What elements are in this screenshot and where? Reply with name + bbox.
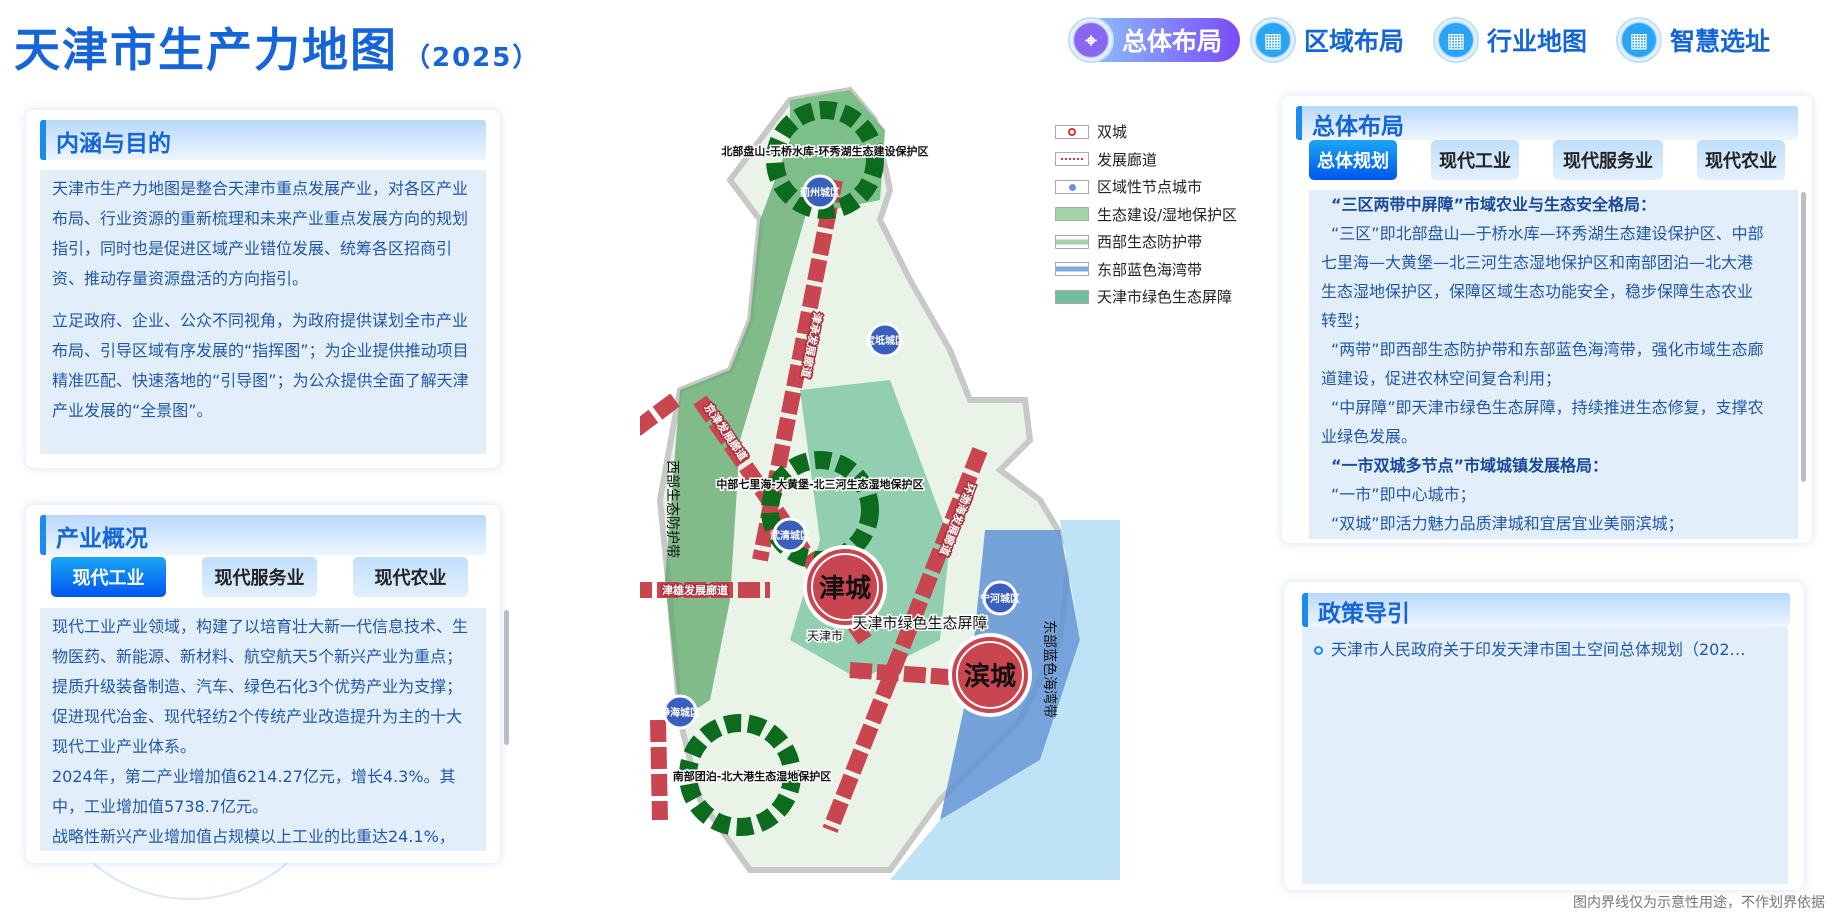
overview-paragraph: 现代工业产业领域，构建了以培育壮大新一代信息技术、生物医药、新能源、新材料、航空… [52, 617, 469, 756]
zone-label: 中部七里海-大黄堡-北三河生态湿地保护区 [716, 477, 923, 491]
corridor-huanbohai [822, 447, 988, 833]
node-label: 武清城区 [770, 529, 810, 542]
nav-overall-layout[interactable]: ⌖ 总体布局 [1068, 17, 1241, 63]
overview-paragraph: 2024年，第二产业增加值6214.27亿元，增长4.3%。其中，工业增加值57… [52, 767, 456, 816]
twin-city-marker [948, 633, 1032, 717]
panel-title: 政策导引 [1302, 593, 1790, 627]
scrollbar[interactable] [504, 610, 509, 745]
node-label: 宝坻城区 [865, 334, 905, 347]
nav-industry-map[interactable]: ▦ 行业地图 [1433, 17, 1588, 63]
layout-line: “三区两带中屏障”市域农业与生态安全格局： [1331, 195, 1657, 214]
tab-modern-industry[interactable]: 现代工业 [51, 557, 166, 597]
west-belt-legend-icon [1055, 234, 1089, 249]
panel-title: 产业概况 [40, 515, 486, 555]
layout-text: “三区两带中屏障”市域农业与生态安全格局： “三区”即北部盘山—于桥水库—环秀湖生… [1309, 190, 1798, 539]
tab-modern-agriculture[interactable]: 现代农业 [353, 557, 468, 597]
twin-city-marker [803, 545, 887, 629]
panel-title: 总体布局 [1296, 106, 1798, 140]
nav-smart-siting[interactable]: ▦ 智慧选址 [1616, 17, 1771, 63]
legend-label: 天津市绿色生态屏障 [1097, 288, 1233, 307]
layout-line: “双城”即活力魅力品质津城和宜居宜业美丽滨城； [1331, 514, 1684, 533]
overall-layout-panel: 总体布局 总体规划 现代工业 现代服务业 现代农业 “三区两带中屏障”市域农业与… [1282, 96, 1812, 543]
nav-label: 总体布局 [1122, 27, 1223, 56]
intro-paragraph: 天津市生产力地图是整合天津市重点发展产业，对各区产业布局、行业资源的重新梳理和未… [52, 179, 469, 288]
overview-text: 现代工业产业领域，构建了以培育壮大新一代信息技术、生物医药、新能源、新材料、航空… [40, 608, 486, 851]
tab-modern-agriculture[interactable]: 现代农业 [1697, 140, 1785, 180]
bullet-icon [1314, 645, 1323, 655]
overview-paragraph: 战略性新兴产业增加值占规模以上工业的比重达24.1%， [52, 827, 455, 846]
map-icon: ▦ [1616, 17, 1662, 63]
tab-overall-plan[interactable]: 总体规划 [1309, 140, 1397, 180]
corridor-legend-icon [1055, 152, 1089, 167]
eco-zone-legend-icon [1055, 207, 1089, 222]
node-label: 蓟州城区 [799, 186, 840, 199]
legend-label: 东部蓝色海湾带 [1097, 260, 1203, 279]
node-city-legend-icon [1055, 179, 1089, 194]
map-icon: ▦ [1250, 17, 1296, 63]
nav-label: 智慧选址 [1670, 27, 1771, 56]
node-cities [662, 174, 1018, 730]
place-label: 天津市 [807, 628, 843, 643]
disclaimer: 图内界线仅为示意性用途，不作划界依据 [1573, 895, 1825, 911]
nav-label: 区域布局 [1304, 27, 1405, 56]
legend-label: 区域性节点城市 [1097, 178, 1203, 197]
west-belt-label: 西部生态防护带 [664, 460, 680, 558]
tab-modern-services[interactable]: 现代服务业 [202, 557, 317, 597]
tab-modern-industry[interactable]: 现代工业 [1431, 140, 1519, 180]
city-label-jincheng: 津城 [819, 574, 871, 604]
intro-panel: 内涵与目的 天津市生产力地图是整合天津市重点发展产业，对各区产业布局、行业资源的… [26, 110, 500, 468]
industry-overview-panel: 产业概况 现代工业 现代服务业 现代农业 现代工业产业领域，构建了以培育壮大新一… [26, 505, 509, 863]
policy-panel: 政策导引 天津市人民政府关于印发天津市国土空间总体规划（202… [1284, 582, 1804, 890]
policy-item[interactable]: 天津市人民政府关于印发天津市国土空间总体规划（202… [1314, 635, 1776, 665]
zone-label: 南部团泊-北大港生态湿地保护区 [673, 769, 832, 783]
title-text: 天津市生产力地图 [14, 23, 398, 77]
green-barrier-legend-icon [1055, 289, 1089, 304]
intro-text: 天津市生产力地图是整合天津市重点发展产业，对各区产业布局、行业资源的重新梳理和未… [40, 170, 486, 454]
layout-line: “一市双城多节点”市域城镇发展格局： [1331, 456, 1609, 475]
corridor-jinghai [650, 719, 668, 821]
corridor-jincheng [752, 178, 843, 562]
nav-label: 行业地图 [1487, 27, 1588, 56]
twin-city-legend-icon [1055, 124, 1089, 139]
map-icon: ▦ [1433, 17, 1479, 63]
corridor-south [640, 393, 680, 437]
legend-label: 生态建设/湿地保护区 [1097, 205, 1238, 224]
city-label-bincheng: 滨城 [964, 661, 1016, 692]
twin-city-ring [956, 641, 1024, 709]
legend-label: 双城 [1097, 123, 1128, 142]
intro-paragraph: 立足政府、企业、公众不同视角，为政府提供谋划全市产业布局、引导区域有序发展的“指… [52, 311, 469, 420]
nav-regional-layout[interactable]: ▦ 区域布局 [1250, 17, 1405, 63]
corridor-label-jinxiong: 津雄发展廊道 [662, 583, 728, 597]
layout-line: “中屏障”即天津市绿色生态屏障，持续推进生态修复，支撑农业绿色发展。 [1321, 398, 1764, 446]
title-year: （2025） [404, 43, 541, 73]
tianjin-map[interactable]: 津城 滨城 蓟州城区 宝坻城区 武清城区 宁河城区 静海城区 京津发展廊道 津承… [640, 80, 1120, 880]
panel-title: 内涵与目的 [40, 120, 486, 160]
legend-label: 西部生态防护带 [1097, 233, 1203, 252]
legend-label: 发展廊道 [1097, 150, 1158, 169]
east-belt-legend-icon [1055, 262, 1089, 277]
east-belt-label: 东部蓝色海湾带 [1041, 620, 1058, 718]
map-pin-icon: ⌖ [1068, 17, 1114, 63]
western-belt [665, 140, 810, 720]
policy-list: 天津市人民政府关于印发天津市国土空间总体规划（202… [1302, 627, 1788, 884]
map-legend: 双城 发展廊道 区域性节点城市 生态建设/湿地保护区 西部生态防护带 东部蓝色海… [1055, 118, 1237, 311]
twin-city-ring [811, 553, 879, 621]
sea [890, 520, 1120, 880]
barrier-label: 天津市绿色生态屏障 [852, 614, 987, 632]
tab-modern-services[interactable]: 现代服务业 [1553, 140, 1663, 180]
layout-line: “一市”即中心城市； [1331, 485, 1476, 504]
layout-line: “两带”即西部生态防护带和东部蓝色海湾带，强化市域生态廊道建设，促进农林空间复合… [1321, 340, 1764, 388]
page-title: 天津市生产力地图（2025） [14, 14, 540, 80]
policy-item-label: 天津市人民政府关于印发天津市国土空间总体规划（202… [1331, 640, 1746, 659]
node-label: 静海城区 [660, 706, 700, 719]
node-label: 宁河城区 [980, 592, 1020, 605]
layout-line: “三区”即北部盘山—于桥水库—环秀湖生态建设保护区、中部七里海—大黄堡—北三河生… [1321, 224, 1764, 330]
scrollbar[interactable] [1801, 192, 1806, 482]
zone-label: 北部盘山-于桥水库-环秀湖生态建设保护区 [721, 144, 928, 158]
